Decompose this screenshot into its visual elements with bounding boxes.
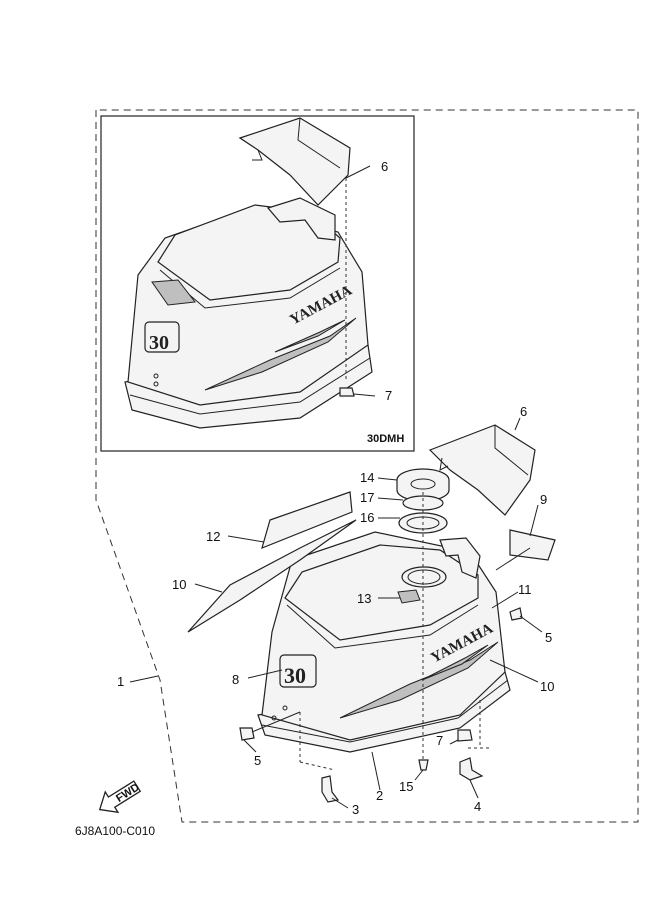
callout-14: 14: [360, 470, 374, 485]
inset-nut: [339, 387, 355, 397]
callout-13: 13: [357, 591, 371, 606]
callout-3: 3: [352, 802, 359, 817]
callout-5-right: 5: [545, 630, 552, 645]
main-model-badge: 30: [284, 663, 306, 688]
callout-6-inset: 6: [381, 159, 388, 174]
fwd-label: FWD: [114, 781, 142, 804]
decal-rear: [509, 529, 556, 561]
callout-10-right: 10: [540, 679, 554, 694]
callout-1: 1: [117, 674, 124, 689]
assembly-boundary: [95, 109, 639, 823]
callout-4: 4: [474, 799, 481, 814]
inset-model-badge: 30: [149, 332, 169, 354]
inset-handle: [238, 117, 351, 206]
latch-hook-right: [459, 757, 484, 781]
callout-15: 15: [399, 779, 413, 794]
callout-9: 9: [540, 492, 547, 507]
grommet-left: [239, 727, 255, 741]
oil-cap: [396, 468, 450, 502]
decal-stripe-left: [187, 519, 357, 633]
screw: [418, 759, 429, 771]
fwd-arrow: FWD: [98, 780, 142, 814]
callout-7-inset: 7: [385, 388, 392, 403]
grommet-right: [509, 607, 523, 621]
nut-right: [457, 729, 473, 742]
diagram-code: 6J8A100-C010: [75, 824, 155, 838]
handle: [428, 424, 536, 516]
inset-model-label: 30DMH: [367, 433, 404, 445]
callout-2: 2: [376, 788, 383, 803]
callout-7: 7: [436, 733, 443, 748]
latch-hook-left: [321, 775, 340, 803]
model-badge: [279, 654, 317, 688]
callout-16: 16: [360, 510, 374, 525]
callout-17: 17: [360, 490, 374, 505]
callout-6: 6: [520, 404, 527, 419]
inset-cowling: 30 YAMAHA: [124, 197, 373, 429]
callout-12: 12: [206, 529, 220, 544]
decal-upper: [261, 491, 353, 550]
callout-8: 8: [232, 672, 239, 687]
callout-11: 11: [518, 582, 532, 597]
callout-5-left: 5: [254, 753, 261, 768]
callout-10-left: 10: [172, 577, 186, 592]
